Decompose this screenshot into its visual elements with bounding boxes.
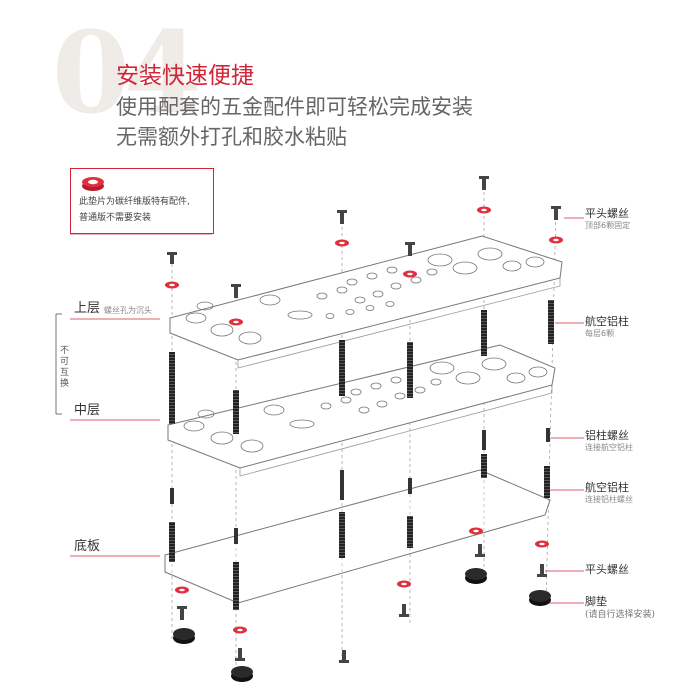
label-bottom: 底板 — [74, 539, 101, 554]
callout-lines — [70, 217, 584, 604]
note-text: 此垫片为碳纤维版特有配件, 普通版不需要安装 — [79, 194, 190, 226]
label-aluminum-post-2: 航空铝柱 — [585, 481, 629, 494]
upper-plate-holes — [185, 247, 545, 345]
headline: 安装快速便捷 — [116, 63, 254, 89]
upper-plate — [169, 235, 563, 369]
section-number: 04 — [52, 8, 202, 139]
label-middle: 中层 — [74, 403, 101, 418]
note-line-1: 此垫片为碳纤维版特有配件, — [79, 197, 190, 207]
label-flat-screw-hint: 顶部6颗固定 — [585, 221, 631, 230]
label-foot-pad: 脚垫 — [585, 595, 607, 608]
aluminum-posts-lower — [169, 454, 550, 610]
label-flat-screw: 平头螺丝 — [585, 207, 629, 220]
label-not-swappable: 不可互换 — [60, 346, 70, 389]
aluminum-posts-upper — [169, 300, 554, 434]
top-screws — [167, 176, 561, 298]
label-upper-hint: 螺丝孔为沉头 — [104, 306, 152, 315]
feet-pads — [173, 568, 551, 682]
label-foot-pad-hint: (请自行选择安装) — [585, 610, 656, 620]
label-upper: 上层 — [74, 301, 101, 316]
middle-plate-holes — [183, 357, 548, 453]
post-screws — [170, 428, 550, 544]
bottom-screws — [177, 544, 547, 663]
label-post-screw-hint: 连接航空铝柱 — [585, 443, 633, 452]
label-aluminum-post: 航空铝柱 — [585, 315, 629, 328]
label-aluminum-post-2-hint: 连接铝柱螺丝 — [585, 495, 633, 504]
washer-icon — [82, 177, 104, 191]
note-box: 此垫片为碳纤维版特有配件, 普通版不需要安装 — [70, 168, 214, 234]
note-line-2: 普通版不需要安装 — [79, 213, 152, 223]
subline-2: 无需额外打孔和胶水粘贴 — [116, 125, 347, 149]
label-post-screw: 铝柱螺丝 — [585, 429, 629, 442]
label-flat-screw-2: 平头螺丝 — [585, 563, 629, 576]
red-washers — [165, 206, 563, 634]
label-aluminum-post-hint: 每层6颗 — [585, 329, 615, 338]
bottom-plate — [164, 469, 551, 604]
subline-1: 使用配套的五金配件即可轻松完成安装 — [116, 95, 473, 119]
middle-plate — [167, 344, 556, 477]
